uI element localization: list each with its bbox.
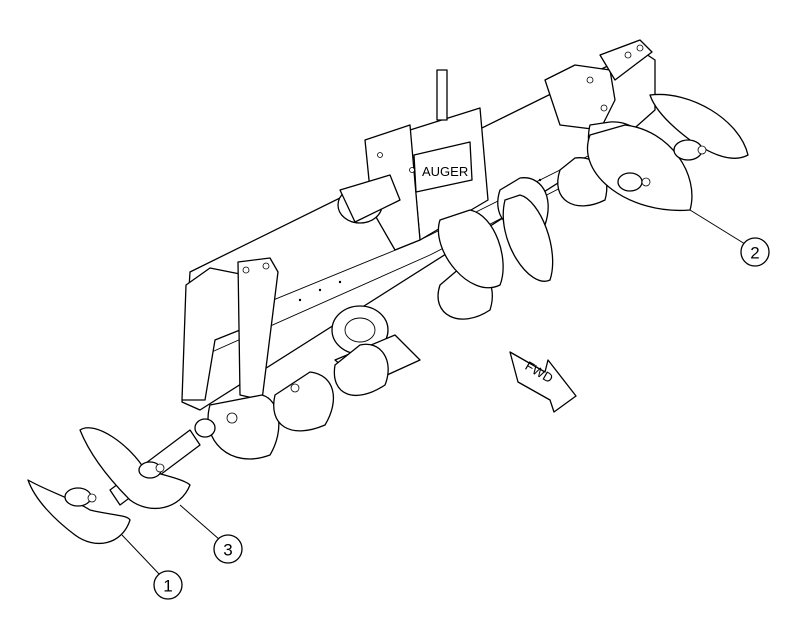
- callout-1-number: 1: [163, 577, 172, 596]
- right-end-flighting: [587, 93, 749, 212]
- callout-1: 1: [121, 534, 183, 600]
- auger-label: AUGER: [422, 164, 468, 179]
- gearbox: [337, 174, 401, 224]
- auger-frame: [181, 39, 656, 411]
- frame-holes: [242, 44, 644, 302]
- auger-flighting: [207, 121, 658, 460]
- forward-arrow: FWD: [509, 351, 577, 413]
- callout-2: 2: [689, 209, 770, 267]
- callout-3-number: 3: [223, 541, 232, 560]
- callout-2-number: 2: [750, 244, 759, 263]
- left-end-flighting: [27, 383, 300, 544]
- auger-label-plate: AUGER: [413, 141, 473, 193]
- callout-3: 3: [179, 504, 243, 564]
